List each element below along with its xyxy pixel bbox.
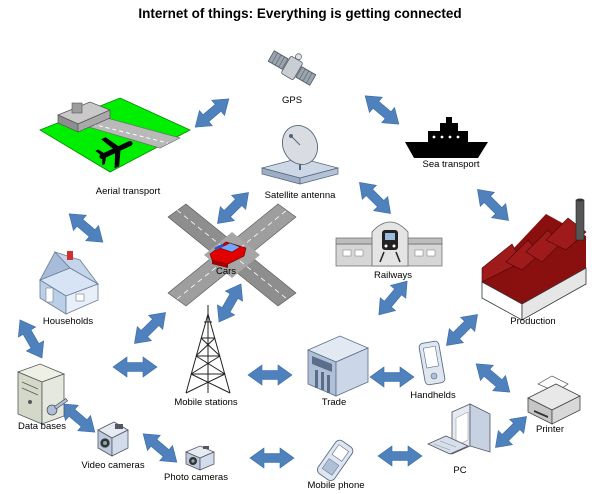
house-icon [39,251,99,315]
label-households: Households [42,316,94,327]
arrow-aerial-gps [188,90,236,136]
cell-tower-icon [185,305,231,394]
arrow-antenna-cars [210,185,256,231]
mobile-phone-icon [316,439,354,481]
arrow-railways-trade [370,274,416,322]
printer-icon [527,375,581,425]
arrow-cars-stations [210,278,250,328]
arrow-production-handhelds [439,307,485,353]
label-satellite-antenna: Satellite antenna [264,190,336,201]
label-aerial-transport: Aerial transport [95,186,161,197]
car-icon [167,203,297,307]
arrow-cars-households [127,305,173,351]
label-production: Production [510,316,556,327]
satellite-dish-icon [260,125,340,185]
label-mobile-phone: Mobile phone [307,480,365,491]
label-trade: Trade [321,397,347,408]
train-station-icon [335,221,443,267]
label-mobile-stations: Mobile stations [174,397,238,408]
store-icon [306,335,370,397]
arrow-stations-trade [247,364,293,386]
label-gps: GPS [281,95,303,106]
arrow-photo-phone [249,447,295,469]
satellite-icon [267,50,317,86]
label-video-cameras: Video cameras [81,460,145,471]
label-railways: Railways [373,270,413,281]
factory-icon [481,198,587,321]
diagram-title: Internet of things: Everything is gettin… [138,6,462,21]
computer-icon [427,403,491,455]
arrow-phone-pc [377,445,423,467]
arrow-handhelds-printer [469,355,517,401]
label-data-bases: Data bases [17,421,67,432]
label-pc: PC [453,465,467,476]
arrow-antenna-railways [352,175,398,221]
label-sea-transport: Sea transport [422,159,480,170]
label-cars: Cars [215,266,237,277]
arrow-trade-handhelds [369,366,415,388]
arrow-video-stations [112,356,158,378]
video-camera-icon [97,421,129,457]
arrow-sea-production [470,182,516,228]
label-photo-cameras: Photo cameras [164,472,228,483]
airport-icon [39,97,191,173]
label-handhelds: Handhelds [410,390,456,401]
arrow-pc-printer [488,409,534,455]
pda-icon [418,340,446,386]
arrow-gps-sea [358,87,406,133]
ship-icon [405,117,488,158]
arrow-aerial-households [62,205,110,251]
label-printer: Printer [536,424,564,435]
photo-camera-icon [184,445,216,471]
server-icon [16,363,69,425]
